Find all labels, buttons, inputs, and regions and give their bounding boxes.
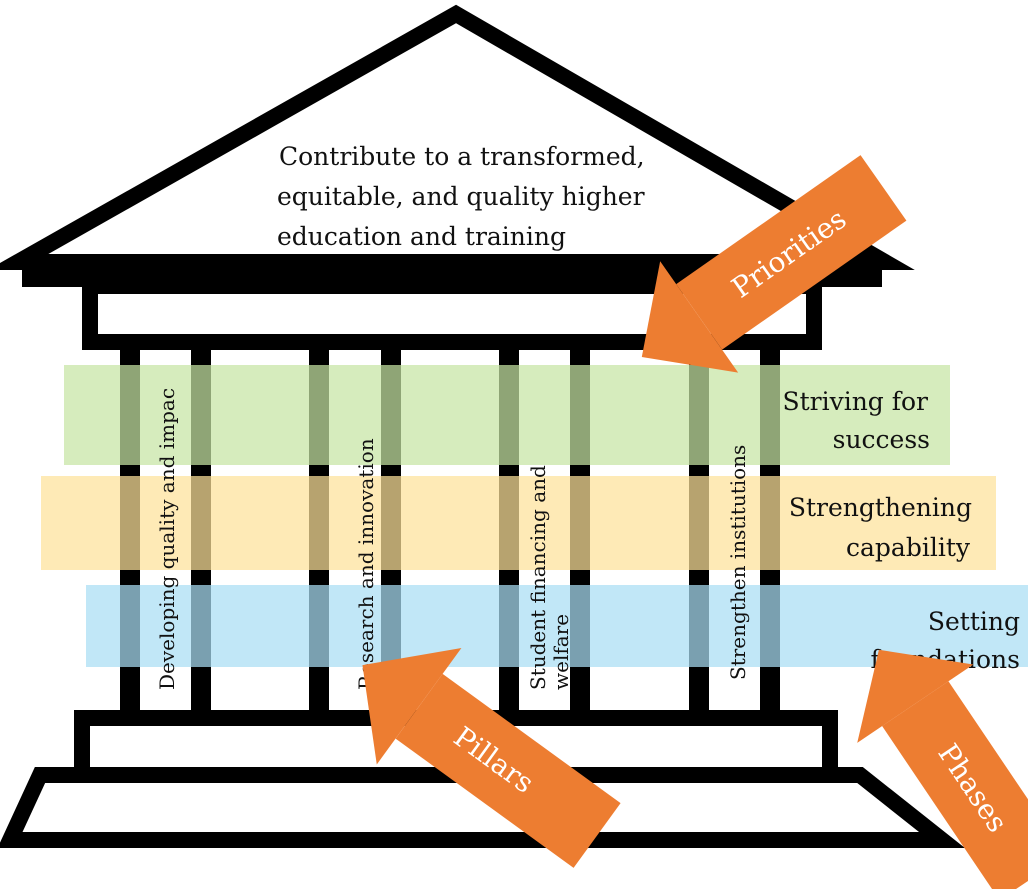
pillars-arrow-head <box>362 647 462 765</box>
roof-triangle <box>0 4 915 270</box>
phases-arrow-body <box>882 681 1028 889</box>
priorities-arrow-body <box>676 155 907 350</box>
roof-text-line3: education and training <box>277 222 566 251</box>
pillar-label-student-financing-line1: Student financing and <box>526 465 550 690</box>
pillar-label-student-financing-line2: welfare <box>549 614 573 690</box>
phase-label-foundations-line1: Setting <box>928 607 1020 636</box>
pillars-arrow: Pillars <box>362 647 621 868</box>
phase-label-striving-line2: success <box>833 425 930 454</box>
pillar-label-research: Research and innovation <box>354 438 378 690</box>
pillar-labels: Developing quality and impac Research an… <box>155 388 750 690</box>
phase-band-strengthening <box>41 476 996 570</box>
phase-label-strengthening-line1: Strengthening <box>789 493 972 522</box>
phases-arrow-head <box>857 649 974 743</box>
phase-label-striving-line1: Striving for <box>782 387 928 416</box>
roof-text-line2: equitable, and quality higher <box>277 182 645 211</box>
phase-label-strengthening-line2: capability <box>846 533 971 562</box>
phase-band-striving <box>64 365 950 465</box>
phases-arrow: Phases <box>857 649 1028 889</box>
pillar-label-quality: Developing quality and impac <box>155 388 179 690</box>
pillar-label-institutions: Strengthen institutions <box>726 445 750 680</box>
priorities-arrow-head <box>641 261 739 373</box>
phase-band-foundations <box>86 585 1028 667</box>
base-step-lower <box>0 767 965 848</box>
phase-bands <box>41 365 1028 667</box>
roof-text-line1: Contribute to a transformed, <box>279 142 645 171</box>
pillars-arrow-body <box>395 673 621 868</box>
phase-labels: Striving for success Strengthening capab… <box>782 387 1020 674</box>
roof: Contribute to a transformed, equitable, … <box>0 4 915 270</box>
